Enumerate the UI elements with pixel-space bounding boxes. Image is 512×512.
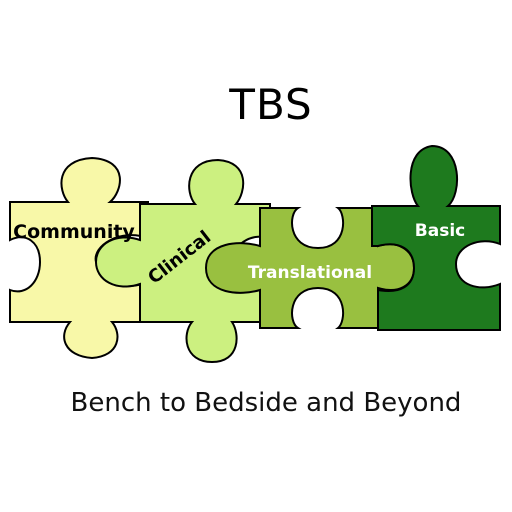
puzzle-piece-translational: [204, 207, 416, 329]
puzzle-piece-clinical: [94, 158, 271, 364]
puzzle-piece-basic: [371, 144, 501, 331]
label-basic: Basic: [415, 221, 465, 241]
logo-title: TBS: [229, 80, 313, 129]
label-community: Community: [13, 221, 135, 243]
label-translational: Translational: [248, 263, 372, 283]
tagline: Bench to Bedside and Beyond: [70, 388, 462, 418]
